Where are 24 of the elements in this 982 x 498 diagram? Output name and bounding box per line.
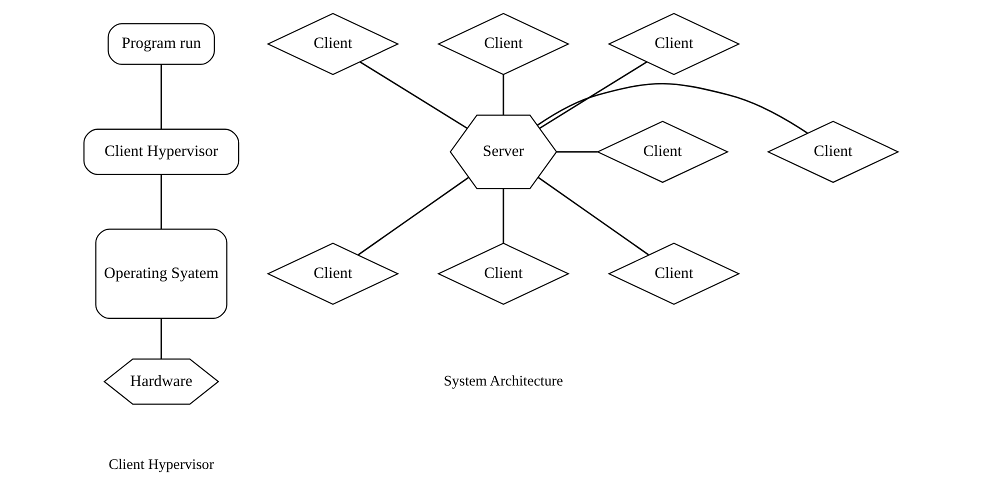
connector: [502, 188, 504, 243]
node-diamond: Client: [266, 12, 400, 75]
connector: [160, 174, 162, 229]
node-diamond: Client: [766, 120, 900, 182]
node-diamond: Client: [608, 242, 740, 304]
connector: [538, 176, 649, 255]
label: System Architecture: [444, 372, 564, 389]
connector: [160, 318, 162, 358]
connector: [160, 64, 162, 128]
connector: [556, 150, 598, 152]
node-box: Operating Syatem: [95, 228, 228, 318]
node-box: Client Hypervisor: [83, 128, 240, 174]
connector: [358, 176, 469, 255]
connector: [536, 82, 808, 134]
node-diamond: Client: [596, 120, 729, 182]
node-diamond: Client: [608, 12, 740, 75]
connector: [502, 74, 504, 115]
connector: [360, 60, 468, 128]
node-diamond: Client: [437, 242, 570, 304]
node-diamond: Client: [437, 12, 570, 75]
label: Client Hypervisor: [108, 456, 214, 472]
connector: [539, 60, 648, 128]
node-box: Program run: [108, 22, 215, 64]
node-diamond: Client: [266, 242, 400, 304]
